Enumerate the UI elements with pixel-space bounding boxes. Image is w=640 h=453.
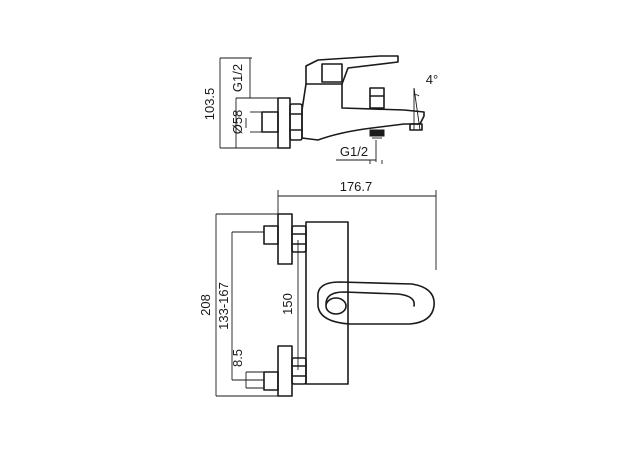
side-lever-base <box>321 63 343 83</box>
front-lever-inner <box>325 291 415 307</box>
dim-inlet-offset: 8.5 <box>230 349 245 367</box>
side-dimensions <box>219 57 383 164</box>
front-lower-stub <box>263 371 279 391</box>
side-view <box>261 55 425 149</box>
dim-center-distance: 150 <box>280 293 295 315</box>
side-flange <box>277 97 291 149</box>
front-view <box>263 213 435 397</box>
side-body <box>301 83 425 141</box>
front-upper-flange <box>277 213 293 265</box>
dim-spout-angle: 4° <box>426 72 438 87</box>
side-connector-stub <box>261 111 279 133</box>
side-aerator <box>409 123 423 131</box>
dim-overall-depth: 176.7 <box>340 179 373 194</box>
front-dimensions <box>215 190 437 397</box>
front-lever-hub <box>325 297 347 315</box>
front-upper-stub <box>263 225 279 245</box>
side-diverter-knob <box>369 87 385 109</box>
front-upper-nut <box>291 225 307 253</box>
dim-overall-height-front: 208 <box>198 294 213 316</box>
front-body <box>305 221 349 385</box>
front-lower-flange <box>277 345 293 397</box>
side-lever <box>305 55 399 85</box>
dim-cover-diameter: Ø58 <box>230 110 245 135</box>
side-hose-outlet <box>369 129 385 137</box>
dim-center-distance-range: 133-167 <box>216 282 231 330</box>
front-lever <box>317 281 435 325</box>
dim-overall-height-side: 103.5 <box>202 88 217 121</box>
side-nut <box>289 103 303 141</box>
dim-spout-thread: G1/2 <box>340 144 368 159</box>
dim-inlet-thread-side: G1/2 <box>230 64 245 92</box>
front-lower-nut <box>291 357 307 385</box>
